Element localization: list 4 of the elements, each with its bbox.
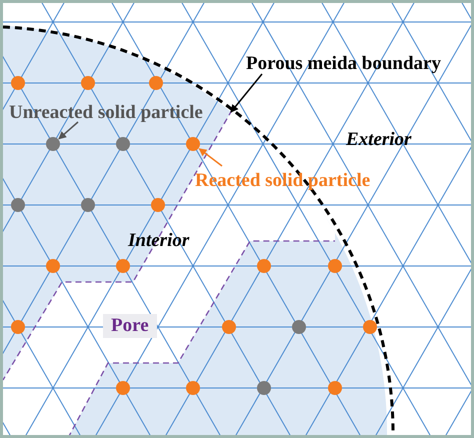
leader-arrow	[198, 148, 222, 167]
leader-arrow	[58, 121, 78, 140]
region-label: Pore	[103, 314, 157, 338]
leader-arrow	[230, 74, 263, 113]
